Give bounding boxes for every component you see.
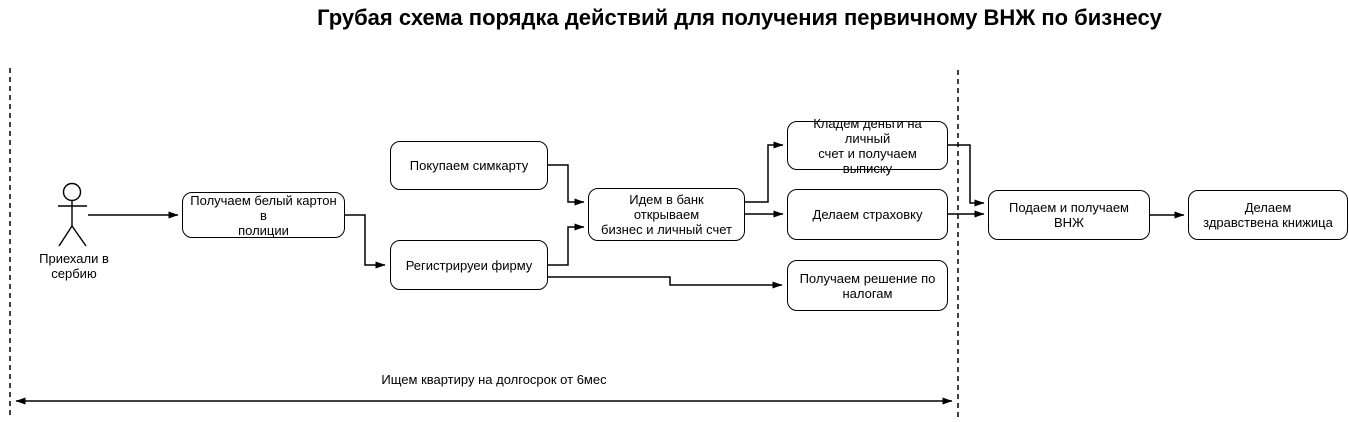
node-tax-decision: Получаем решение по налогам xyxy=(787,260,948,311)
connector-register-to-bank xyxy=(548,223,585,266)
node-sim-card: Покупаем симкарту xyxy=(390,141,548,190)
node-health-book: Делаем здравствена книжица xyxy=(1188,190,1348,240)
connector-white-card-to-register xyxy=(345,214,386,269)
connector-bank-to-deposit xyxy=(745,141,784,203)
node-submit-vnz: Подаем и получаем ВНЖ xyxy=(988,190,1150,240)
node-bank-account: Идем в банк открываем бизнес и личный сч… xyxy=(588,188,745,241)
node-register-company: Регистрируеи фирму xyxy=(390,240,548,290)
connector-deposit-to-submit xyxy=(948,144,985,207)
node-white-card: Получаем белый картон в полиции xyxy=(182,192,345,238)
node-insurance: Делаем страховку xyxy=(787,189,948,240)
connector-register-to-tax xyxy=(548,276,783,289)
connector-sim-to-bank xyxy=(548,164,585,206)
actor-figure xyxy=(58,182,87,247)
diagram-title: Грубая схема порядка действий для получе… xyxy=(317,5,1162,30)
actor-leg-left xyxy=(58,225,73,247)
actor-label: Приехали в сербию xyxy=(39,251,109,281)
actor-head xyxy=(62,182,82,202)
actor-leg-right xyxy=(71,225,87,247)
apartment-search-label: Ищем квартиру на долгосрок от 6мес xyxy=(381,372,607,387)
node-deposit-money: Кладем деньги на личный счет и получаем … xyxy=(787,116,948,176)
